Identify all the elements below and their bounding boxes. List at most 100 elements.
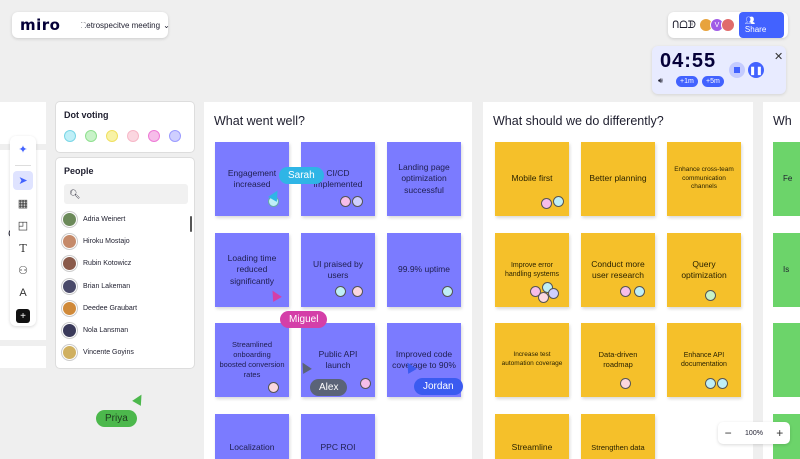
- add-more-icon[interactable]: +: [16, 309, 30, 323]
- vote-dot[interactable]: [352, 286, 363, 297]
- board-header: miro Retrospecitve meeting ⌄: [12, 12, 170, 38]
- stop-button[interactable]: [729, 62, 745, 78]
- sticky-note-tool-icon[interactable]: ◰: [17, 220, 29, 233]
- miro-logo[interactable]: miro: [20, 16, 61, 34]
- frame-title: What should we do differently?: [493, 114, 664, 128]
- sticky-text: Strengthen data: [591, 442, 645, 452]
- vote-dot[interactable]: [530, 286, 541, 297]
- vote-dot[interactable]: [553, 196, 564, 207]
- vote-dot[interactable]: [169, 130, 181, 142]
- avatar: [720, 18, 735, 32]
- sticky-note[interactable]: Enhance cross-team communication channel…: [667, 142, 741, 216]
- vote-dot[interactable]: [360, 378, 371, 389]
- vote-dot[interactable]: [340, 196, 351, 207]
- vote-dot[interactable]: [64, 130, 76, 142]
- sticky-note[interactable]: [773, 323, 800, 397]
- person-name: Brian Lakeman: [83, 282, 131, 290]
- avatar: [62, 323, 77, 339]
- sticky-text: CI/CD implemented: [313, 167, 363, 189]
- add-1-minute-button[interactable]: +1m: [676, 76, 698, 87]
- vote-dot[interactable]: [541, 198, 552, 209]
- sticky-text: Is: [783, 265, 790, 274]
- select-tool-icon[interactable]: ➤: [13, 170, 33, 191]
- person-name: Vincente Goyins: [83, 349, 134, 357]
- sticky-text: Landing page optimization successful: [398, 161, 450, 195]
- zoom-out-button[interactable]: −: [724, 426, 732, 440]
- person-row[interactable]: Adria Weinert: [62, 208, 192, 230]
- vote-dot[interactable]: [148, 130, 160, 142]
- add-5-minutes-button[interactable]: +5m: [702, 76, 724, 87]
- frame-tool-icon[interactable]: ▦: [17, 197, 29, 210]
- vote-dot[interactable]: [538, 292, 549, 303]
- vote-dot[interactable]: [548, 288, 559, 299]
- sticky-note[interactable]: Landing page optimization successful: [387, 142, 461, 216]
- vote-dot[interactable]: [268, 382, 279, 393]
- sticky-note[interactable]: Query optimization: [667, 233, 741, 307]
- vote-dot[interactable]: [352, 196, 363, 207]
- sticky-note[interactable]: Streamline: [495, 414, 569, 459]
- sticky-note[interactable]: Localization: [215, 414, 289, 459]
- sticky-text: Loading time reduced significantly: [227, 252, 277, 286]
- vote-dot[interactable]: [620, 378, 631, 389]
- people-list: Adria Weinert Hiroku Mostajo Rubin Kotow…: [62, 208, 192, 364]
- share-button[interactable]: 👥︎ Share: [738, 12, 784, 38]
- vote-dot[interactable]: [268, 196, 279, 207]
- sticky-note[interactable]: Better planning: [581, 142, 655, 216]
- sticky-note[interactable]: Engagement increased: [215, 142, 289, 216]
- people-scrollbar[interactable]: [190, 216, 192, 232]
- zoom-level[interactable]: 100%: [745, 429, 763, 437]
- text-tool-icon[interactable]: T: [19, 241, 27, 255]
- vote-dot[interactable]: [442, 286, 453, 297]
- person-name: Nola Lansman: [83, 327, 129, 335]
- sticky-note[interactable]: Is: [773, 233, 800, 307]
- sticky-text: Fe: [783, 174, 793, 183]
- pause-button[interactable]: ❚❚: [748, 62, 764, 78]
- left-toolbar: ✦ ➤ ▦ ◰ T ⚇ A +: [10, 136, 36, 326]
- sticky-text: Localization: [229, 441, 275, 452]
- vote-dot[interactable]: [705, 378, 716, 389]
- vote-dot[interactable]: [335, 286, 346, 297]
- people-panel: People 🔍︎ Adria Weinert Hiroku Mostajo R…: [56, 158, 194, 368]
- sticky-note[interactable]: Fe: [773, 142, 800, 216]
- sticky-note[interactable]: Increase test automation coverage: [495, 323, 569, 397]
- sticky-text: Streamline: [511, 441, 553, 452]
- vote-dot[interactable]: [717, 378, 728, 389]
- shapes-tool-icon[interactable]: ⚇: [18, 265, 28, 278]
- person-row[interactable]: Brian Lakeman: [62, 275, 192, 297]
- cursor-arrow-icon: [132, 392, 146, 406]
- sticky-note[interactable]: Data-driven roadmap: [581, 323, 655, 397]
- vote-dot[interactable]: [85, 130, 97, 142]
- avatar-stack[interactable]: V: [698, 18, 735, 32]
- ai-sparkle-icon[interactable]: ✦: [18, 144, 28, 157]
- chevron-down-icon[interactable]: ⌄: [163, 20, 170, 30]
- sticky-note[interactable]: Strengthen data: [581, 414, 655, 459]
- vote-dot[interactable]: [634, 286, 645, 297]
- person-row[interactable]: Hiroku Mostajo: [62, 230, 192, 252]
- sticky-text: Mobile first: [511, 173, 553, 184]
- vote-dot[interactable]: [127, 130, 139, 142]
- zoom-in-button[interactable]: +: [776, 426, 784, 440]
- vote-dot[interactable]: [106, 130, 118, 142]
- person-row[interactable]: Nola Lansman: [62, 319, 192, 341]
- person-row[interactable]: Vincente Goyins: [62, 342, 192, 364]
- vote-dot[interactable]: [620, 286, 631, 297]
- vote-dot[interactable]: [542, 282, 553, 293]
- close-icon[interactable]: ✕: [774, 51, 784, 63]
- sticky-note[interactable]: Conduct more user research: [581, 233, 655, 307]
- collaboration-tools-icon[interactable]: ᑎᗝᗫ: [672, 19, 696, 31]
- speaker-icon[interactable]: 🔊︎: [658, 76, 664, 85]
- sticky-note[interactable]: PPC ROI: [301, 414, 375, 459]
- person-row[interactable]: Rubin Kotowicz: [62, 253, 192, 275]
- sticky-note[interactable]: Enhance API documentation: [667, 323, 741, 397]
- people-search-input[interactable]: 🔍︎: [64, 184, 188, 204]
- sticky-note[interactable]: Streamlined onboarding boosted conversio…: [215, 323, 289, 397]
- toolbar-divider: [15, 164, 31, 166]
- person-row[interactable]: Deedee Graubart: [62, 297, 192, 319]
- share-label: Share: [744, 25, 767, 34]
- board-name[interactable]: Retrospecitve meeting: [80, 20, 161, 30]
- pen-tool-icon[interactable]: A: [19, 287, 27, 300]
- timer-display: 04:55: [660, 50, 717, 72]
- sticky-note[interactable]: Loading time reduced significantly: [215, 233, 289, 307]
- vote-dot[interactable]: [705, 290, 716, 301]
